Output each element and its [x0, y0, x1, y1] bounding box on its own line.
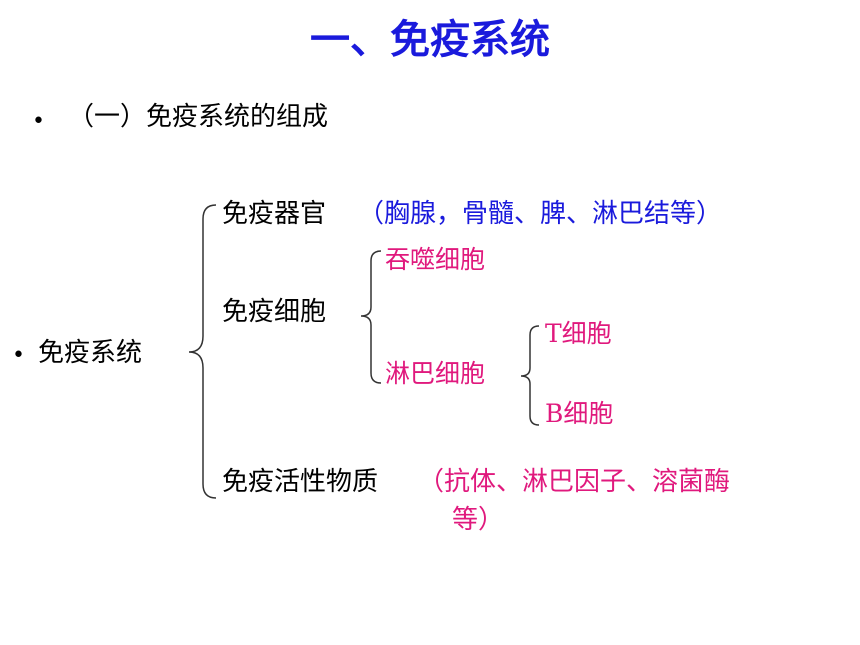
root-label: 免疫系统 — [38, 338, 143, 368]
organs-detail: （胸腺，骨髓、脾、淋巴结等） — [358, 199, 723, 229]
brace-root — [188, 204, 217, 499]
substances-detail-line2: 等） — [452, 505, 505, 535]
substances-detail-line1: （抗体、淋巴因子、溶菌酶 — [418, 467, 731, 497]
bullet-marker-1: • — [32, 109, 45, 134]
b-cell-label: B细胞 — [545, 399, 614, 428]
organs-label: 免疫器官 — [222, 199, 327, 229]
brace-cells — [360, 250, 382, 384]
cells-label: 免疫细胞 — [222, 297, 327, 327]
subtitle: （一）免疫系统的组成 — [68, 102, 329, 132]
t-cell-label: T细胞 — [545, 319, 612, 348]
brace-lymphocyte — [520, 325, 540, 426]
macrophage-label: 吞噬细胞 — [385, 245, 486, 274]
lymphocyte-label: 淋巴细胞 — [385, 359, 486, 388]
substances-label: 免疫活性物质 — [222, 467, 379, 497]
slide-title: 一、免疫系统 — [310, 16, 550, 63]
bullet-marker-2: • — [12, 343, 25, 368]
